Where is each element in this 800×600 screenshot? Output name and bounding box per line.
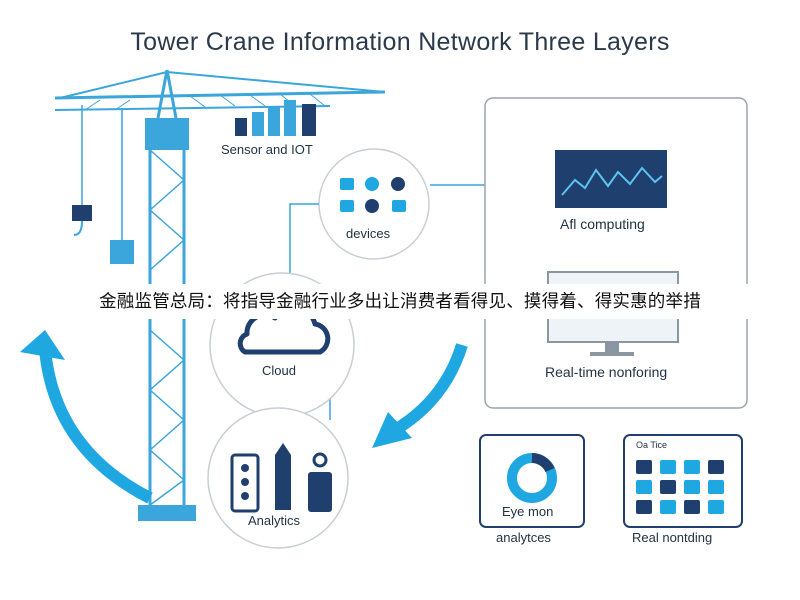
- right-info-panel: [484, 97, 748, 409]
- diagram-title: Tower Crane Information Network Three La…: [130, 28, 670, 56]
- label-sensor-iot: Sensor and IOT: [221, 142, 313, 157]
- sensor-bar-icon: [235, 100, 316, 136]
- analytics-circle: [207, 407, 349, 549]
- right-cycle-arrow: [372, 343, 468, 448]
- phone-eye-monitor: [479, 434, 585, 528]
- news-overlay-caption: 金融监管总局：将指导金融行业多出让消费者看得见、摸得着、得实惠的举措: [0, 284, 800, 319]
- label-phone-header: Oa Tice: [636, 440, 668, 450]
- devices-circle: [318, 148, 430, 260]
- label-cloud: Cloud: [262, 363, 296, 378]
- tower-crane-illustration: [54, 69, 386, 521]
- label-real-nontding: Real nontding: [632, 530, 713, 545]
- label-analytces: analytces: [496, 530, 551, 545]
- phone-realtime-grid: [623, 434, 743, 528]
- label-devices: devices: [346, 226, 391, 241]
- label-analytics: Analytics: [248, 513, 301, 528]
- label-ai-computing: Afl computing: [560, 216, 645, 232]
- label-realtime-monitoring: Real-time nonforing: [545, 364, 668, 380]
- left-cycle-arrow: [20, 330, 153, 504]
- label-eye-mon: Eye mon: [502, 504, 554, 519]
